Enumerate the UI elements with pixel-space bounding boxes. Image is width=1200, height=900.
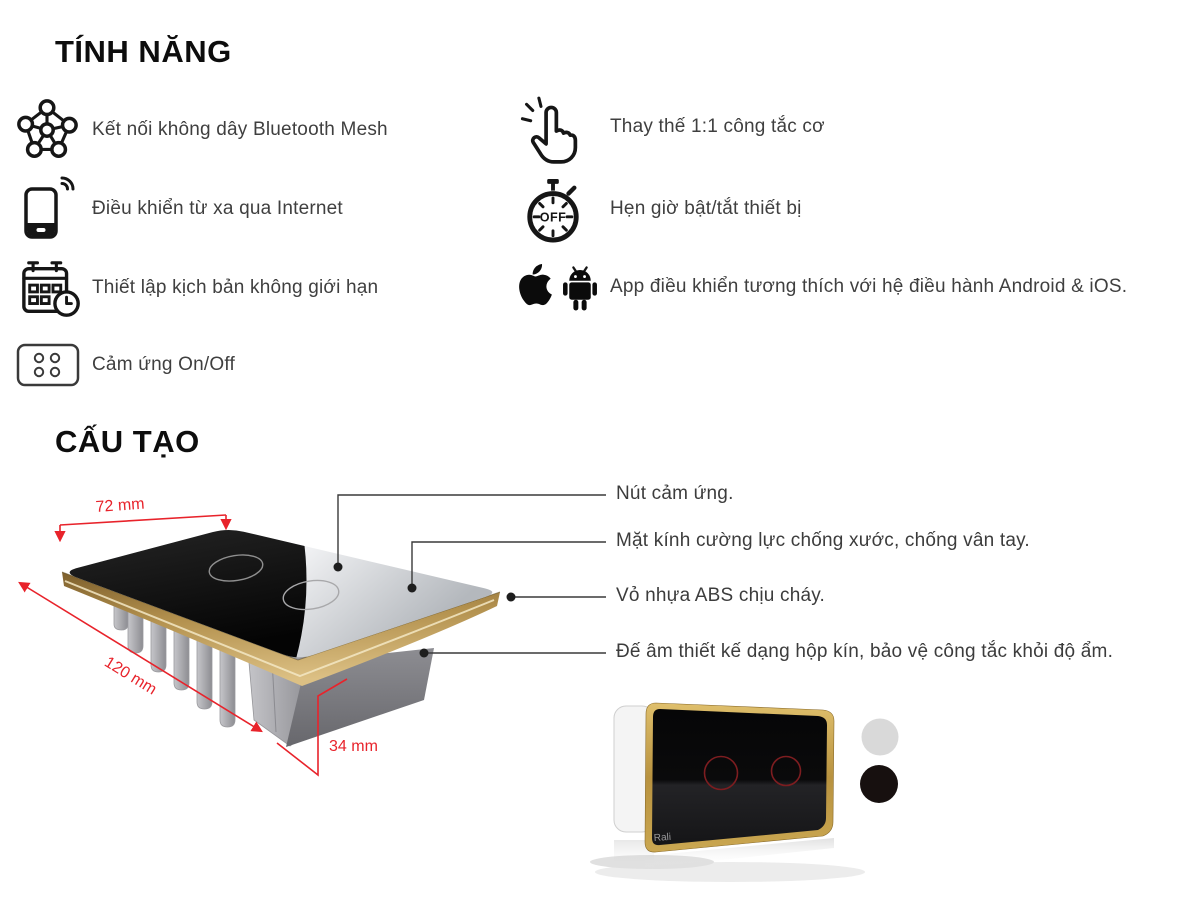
- product-logo: Rali: [653, 832, 671, 844]
- touch-panel-icon: [16, 343, 80, 387]
- touch-circle-left: [208, 554, 264, 582]
- callout-label: Vỏ nhựa ABS chịu cháy.: [616, 585, 826, 606]
- color-swatch-black: [860, 765, 898, 803]
- feature-label: Cảm ứng On/Off: [92, 354, 235, 375]
- touch-circle-right: [282, 579, 340, 611]
- tap-hand-icon: [520, 96, 578, 164]
- product-glass: [652, 709, 827, 846]
- feature-label: Điều khiển từ xa qua Internet: [92, 198, 343, 219]
- callout-label: Đế âm thiết kế dạng hộp kín, bảo vệ công…: [616, 641, 1114, 662]
- product-touch-circle: [770, 755, 802, 787]
- callout-label: Nút cảm ứng.: [616, 483, 734, 504]
- feature-label: Kết nối không dây Bluetooth Mesh: [92, 119, 388, 140]
- color-swatch-white: [861, 718, 899, 756]
- callout-label: Mặt kính cường lực chống xước, chống vân…: [616, 530, 1030, 551]
- features-title: TÍNH NĂNG: [55, 34, 232, 69]
- callout-lines: [337, 494, 606, 654]
- product-photo: Rali: [590, 702, 899, 882]
- android-icon: [563, 266, 597, 311]
- dimension-annotations: [18, 514, 348, 777]
- apple-icon: [519, 264, 552, 306]
- callout-dots: [333, 562, 516, 658]
- feature-label: App điều khiển tương thích với hệ điều h…: [610, 276, 1128, 297]
- panel-reflection: [645, 838, 834, 868]
- schedule-calendar-icon: [22, 261, 80, 317]
- dimension-depth-label: 34 mm: [329, 738, 378, 755]
- mesh-network-icon: [17, 99, 78, 158]
- structure-title: CẤU TẠO: [55, 424, 200, 459]
- timer-off-icon: OFF: [527, 179, 579, 243]
- timer-off-text: OFF: [540, 211, 567, 225]
- smartphone-remote-icon: [24, 176, 75, 239]
- feature-label: Thiết lập kịch bản không giới hạn: [92, 277, 379, 298]
- feature-label: Hẹn giờ bật/tắt thiết bị: [610, 198, 802, 219]
- product-touch-circle: [703, 755, 739, 791]
- feature-label: Thay thế 1:1 công tắc cơ: [610, 116, 825, 137]
- dimension-width-label: 72 mm: [95, 496, 145, 516]
- exploded-switch-diagram: 72 mm 120 mm 34 mm: [18, 494, 606, 777]
